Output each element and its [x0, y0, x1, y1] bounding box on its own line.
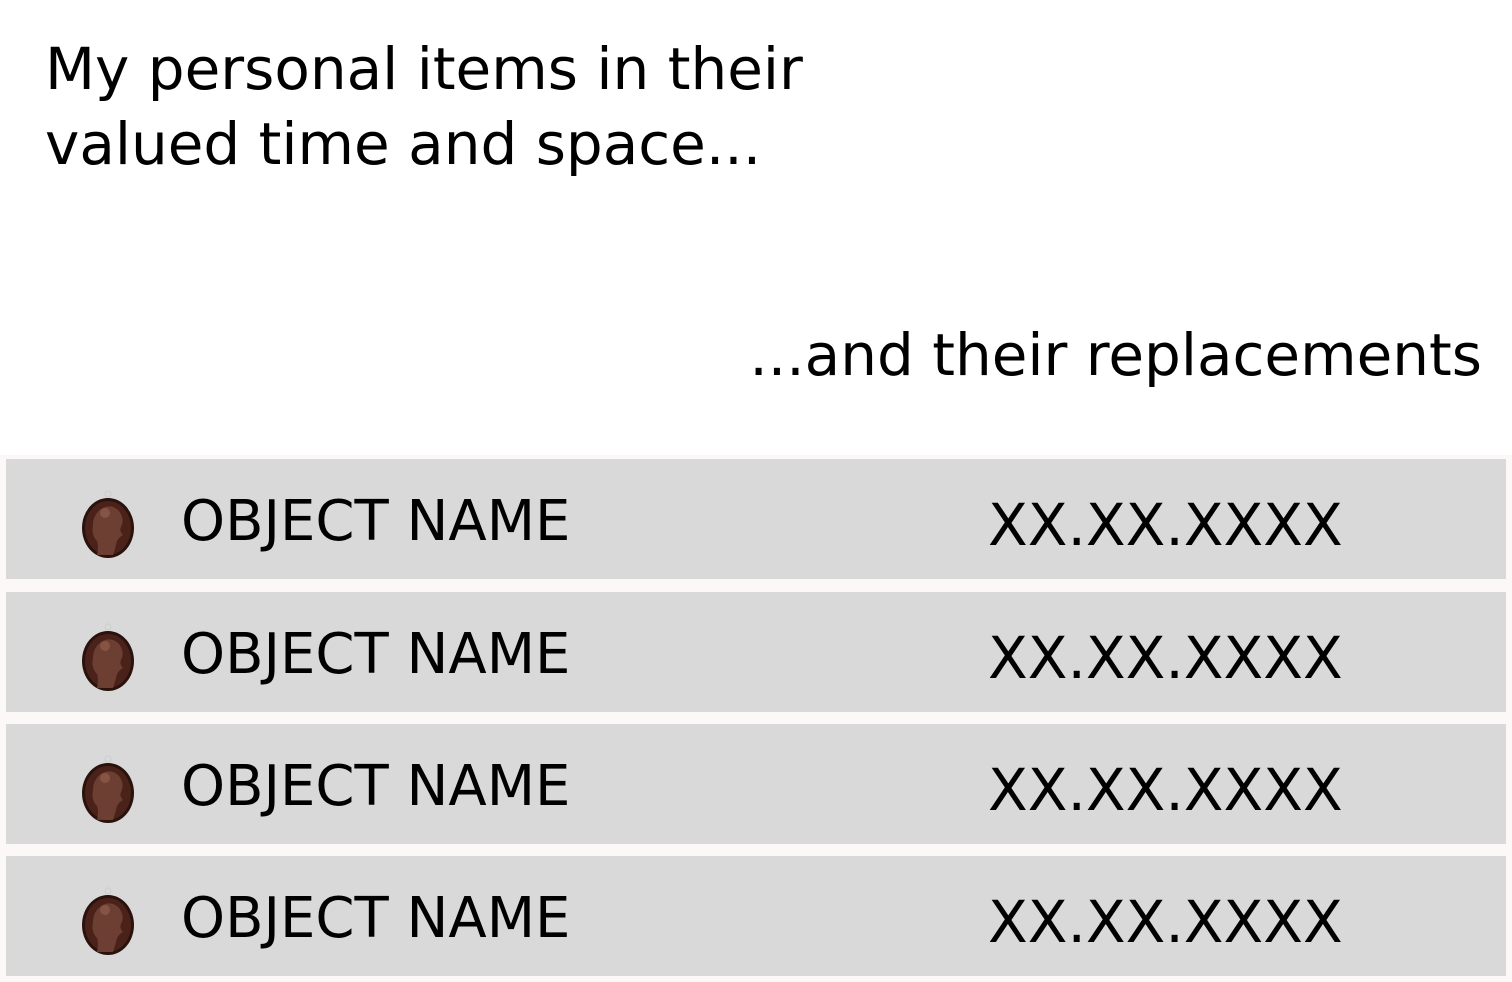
item-name: OBJECT NAME [181, 754, 571, 819]
page-subtitle: ...and their replacements [749, 321, 1482, 389]
item-date: XX.XX.XXXX [988, 491, 1343, 559]
list-item[interactable]: OBJECT NAME XX.XX.XXXX [6, 856, 1506, 976]
list-item[interactable]: OBJECT NAME XX.XX.XXXX [6, 592, 1506, 712]
item-name: OBJECT NAME [181, 886, 571, 951]
page-title: My personal items in their valued time a… [45, 35, 803, 178]
cameo-icon [79, 622, 137, 692]
cameo-icon [79, 489, 137, 559]
cameo-icon [79, 886, 137, 956]
cameo-icon [79, 754, 137, 824]
item-date: XX.XX.XXXX [988, 756, 1343, 824]
item-name: OBJECT NAME [181, 622, 571, 687]
items-list: OBJECT NAME XX.XX.XXXX OBJECT NAME XX.XX… [0, 455, 1512, 982]
item-date: XX.XX.XXXX [988, 888, 1343, 956]
item-name: OBJECT NAME [181, 489, 571, 554]
list-item[interactable]: OBJECT NAME XX.XX.XXXX [6, 459, 1506, 579]
item-date: XX.XX.XXXX [988, 624, 1343, 692]
list-item[interactable]: OBJECT NAME XX.XX.XXXX [6, 724, 1506, 844]
